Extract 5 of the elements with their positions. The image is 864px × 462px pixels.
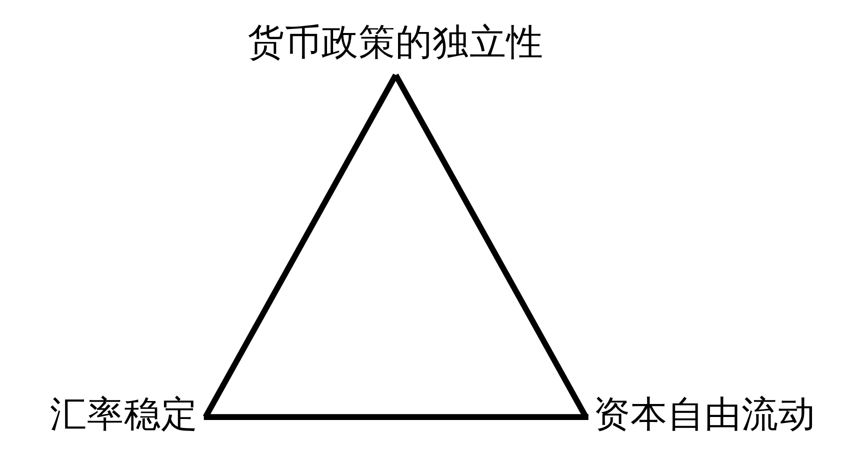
connector: [204, 414, 588, 420]
node-text: 货币政策的独立性: [248, 20, 544, 64]
node-text: 资本自由流动: [593, 392, 816, 436]
connector: [202, 74, 398, 418]
node-text: 汇率稳定: [50, 392, 198, 436]
